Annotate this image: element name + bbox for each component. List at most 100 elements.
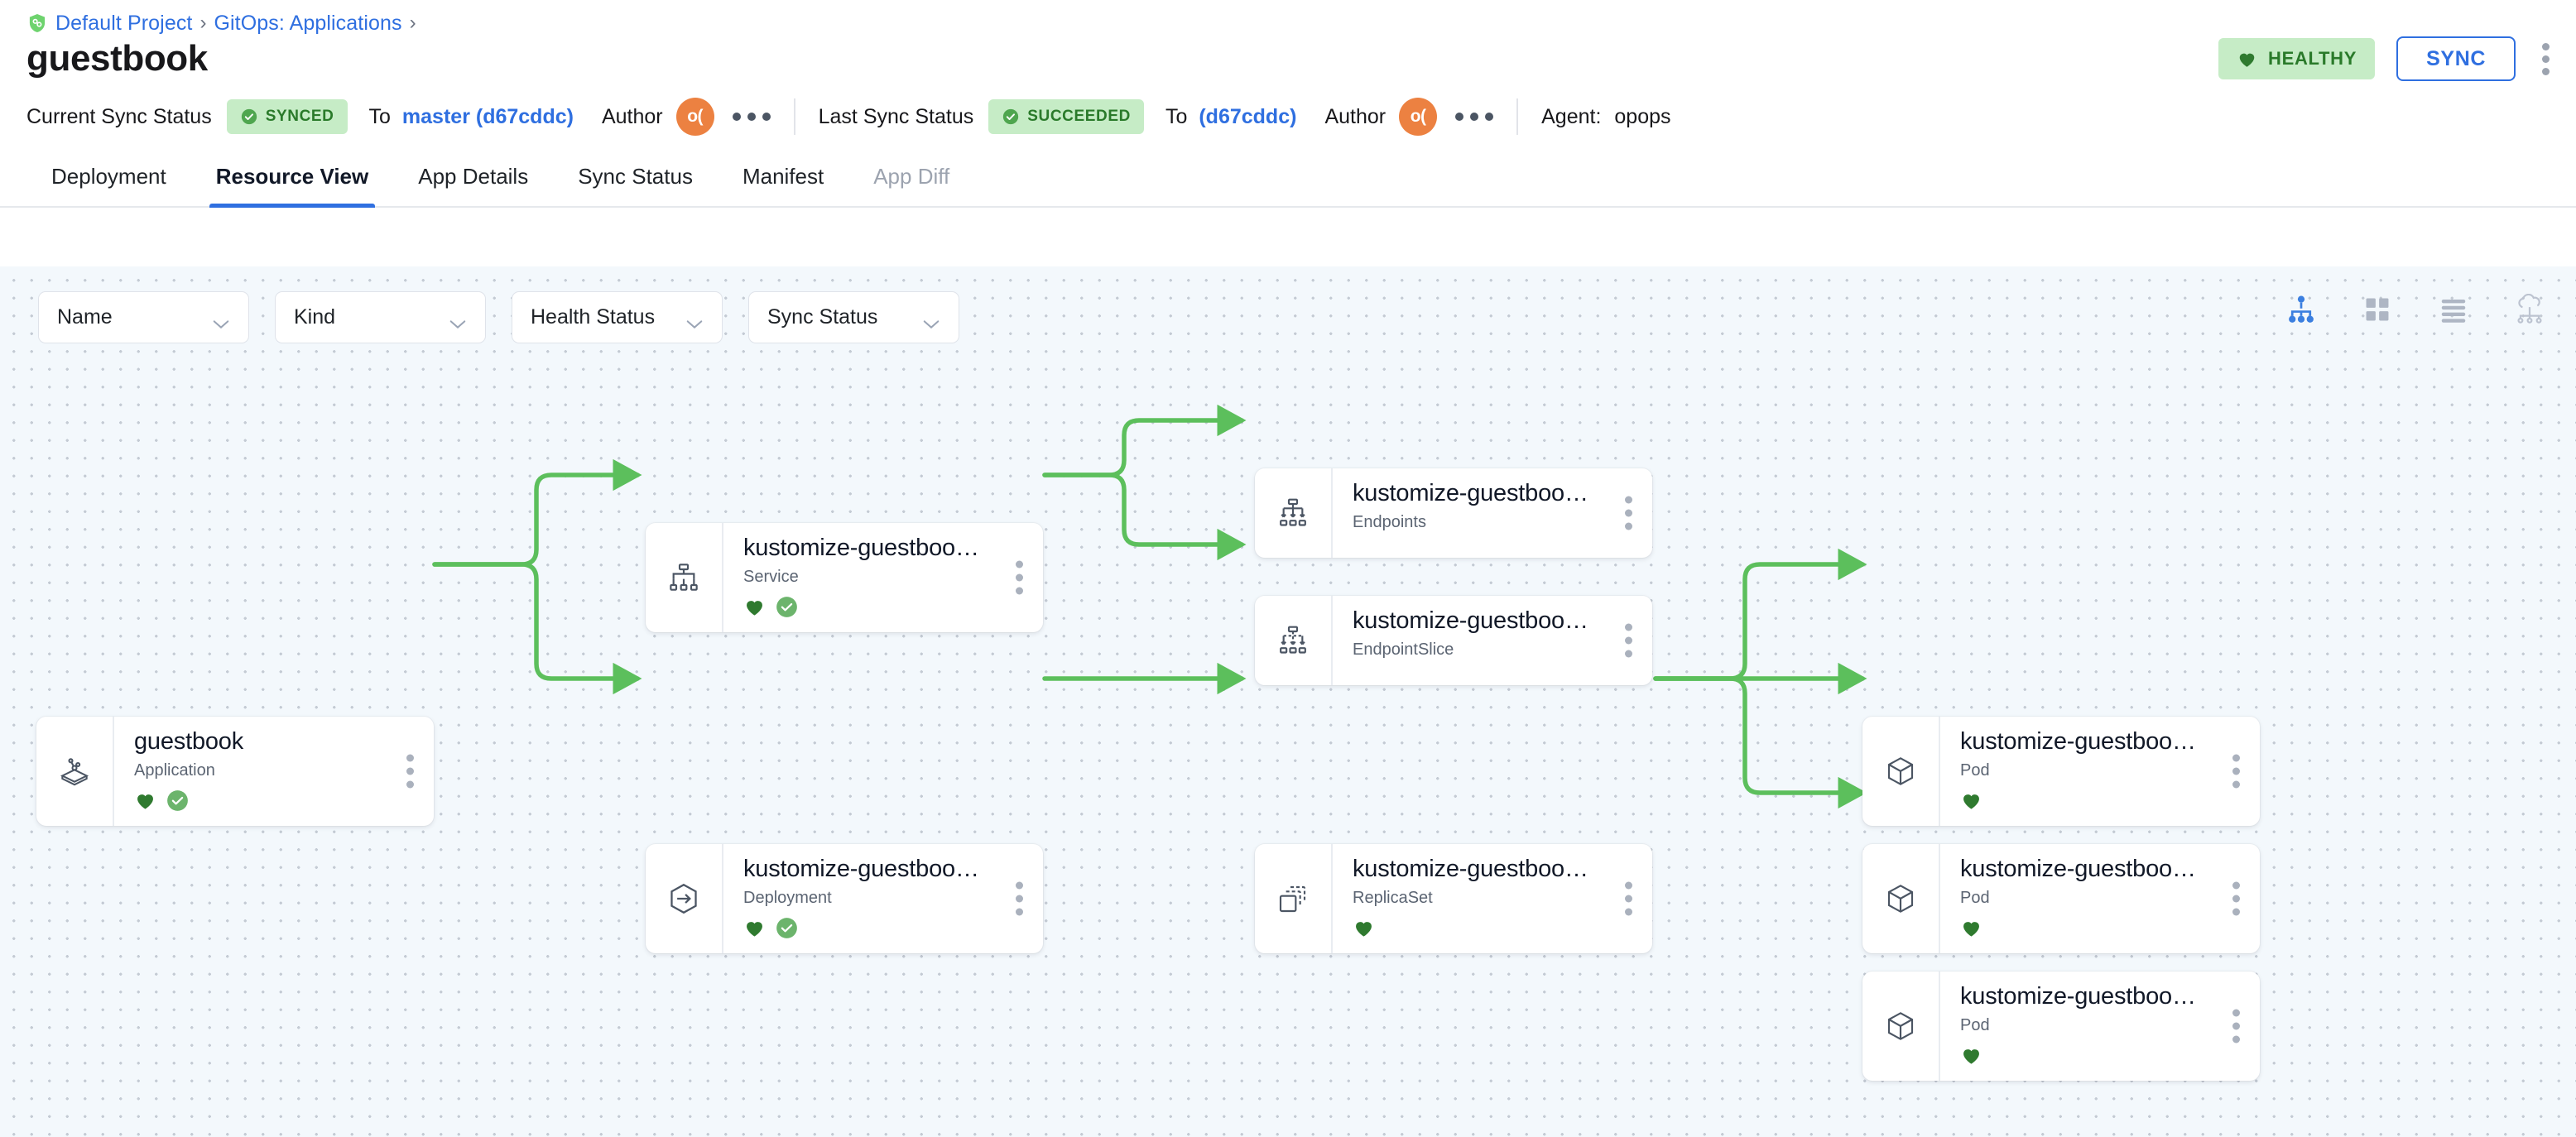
tree-view-icon[interactable]	[2283, 291, 2319, 328]
breadcrumb-separator: ›	[199, 12, 207, 34]
resource-node-title: kustomize-guestbook-ui-...	[1353, 607, 1630, 634]
pod-icon	[1862, 971, 1939, 1081]
resource-node-menu-icon[interactable]	[406, 754, 414, 789]
resource-node-status	[1353, 540, 1652, 564]
resource-node-status	[743, 594, 1043, 619]
resource-node-title: kustomize-guestbook-ui-...	[1960, 856, 2237, 882]
resource-node-title: kustomize-guestbook-ui-...	[1960, 983, 2237, 1010]
resource-node-title: kustomize-guestbook-ui	[743, 535, 993, 561]
pod-icon	[1862, 844, 1939, 953]
tab-sync-status[interactable]: Sync Status	[578, 164, 693, 189]
graph-toolbar: Name Kind Health Status Sync Status	[0, 266, 2576, 357]
heart-icon	[743, 596, 766, 618]
tab-deployment[interactable]: Deployment	[51, 164, 166, 189]
filter-sync-status[interactable]: Sync Status	[748, 291, 959, 343]
tab-bar: Deployment Resource View App Details Sync S…	[0, 152, 2576, 208]
tab-manifest[interactable]: Manifest	[742, 164, 824, 189]
current-to-label: To	[368, 104, 391, 128]
resource-node-kind: ReplicaSet	[1353, 889, 1433, 908]
header-actions: HEALTHY SYNC	[2218, 36, 2554, 81]
project-shield-icon	[26, 12, 48, 34]
resource-node-kind: Deployment	[743, 889, 832, 908]
filter-kind[interactable]: Kind	[275, 291, 486, 343]
resource-node-menu-icon[interactable]	[2232, 1009, 2240, 1043]
resource-node-menu-icon[interactable]	[2232, 881, 2240, 916]
chevron-down-icon	[685, 312, 704, 329]
application-icon	[36, 717, 113, 826]
resource-node-menu-icon[interactable]	[1625, 496, 1632, 530]
resource-node-menu-icon[interactable]	[2232, 754, 2240, 789]
check-circle-icon	[1002, 108, 1020, 126]
tab-app-details[interactable]: App Details	[418, 164, 529, 189]
current-sync-chip-text: SYNCED	[265, 108, 334, 125]
breadcrumb-item-gitops-applications[interactable]: GitOps: Applications	[214, 11, 402, 35]
filter-label: Health Status	[531, 305, 656, 329]
last-sync-status-label: Last Sync Status	[818, 104, 974, 128]
kebab-vertical-icon[interactable]	[2537, 38, 2554, 80]
endpoints-icon	[1255, 468, 1331, 558]
replicaset-icon	[1255, 844, 1331, 953]
resource-node-replicaset[interactable]: kustomize-guestbook-ui-...ReplicaSet	[1255, 844, 1652, 953]
kebab-horizontal-icon[interactable]	[1455, 113, 1494, 121]
check-circle-icon	[240, 108, 258, 126]
resource-node-body: kustomize-guestbook-ui-... Pod	[1939, 844, 2260, 953]
filter-label: Kind	[294, 305, 336, 329]
service-icon	[646, 523, 722, 632]
resource-node-body: kustomize-guestbook-ui-... EndpointSlice	[1331, 596, 1652, 685]
resource-node-status	[1353, 667, 1652, 692]
last-author-label: Author	[1324, 104, 1387, 128]
avatar[interactable]: o(	[675, 98, 714, 136]
filter-health-status[interactable]: Health Status	[512, 291, 723, 343]
kebab-horizontal-icon[interactable]	[732, 113, 771, 121]
current-revision-link[interactable]: master (d67cddc)	[401, 104, 574, 128]
chevron-down-icon	[449, 312, 467, 329]
sync-button[interactable]: SYNC	[2396, 36, 2516, 81]
check-circle-icon	[166, 789, 189, 812]
resource-node-menu-icon[interactable]	[1625, 881, 1632, 916]
resource-node-pod[interactable]: kustomize-guestbook-ui-...Pod	[1862, 971, 2260, 1081]
heart-icon	[1960, 1044, 1982, 1067]
resource-node-pod[interactable]: kustomize-guestbook-ui-...Pod	[1862, 717, 2260, 826]
heart-icon	[1960, 917, 1982, 939]
resource-node-menu-icon[interactable]	[1016, 560, 1023, 595]
breadcrumb-item-default-project[interactable]: Default Project	[55, 11, 193, 35]
endpointslice-icon	[1255, 596, 1331, 685]
health-badge-label: HEALTHY	[2267, 48, 2357, 69]
pod-icon	[1862, 717, 1939, 826]
filter-name[interactable]: Name	[38, 291, 249, 343]
agent-label: Agent:	[1541, 104, 1602, 128]
tab-app-diff[interactable]: App Diff	[873, 164, 950, 189]
list-view-icon[interactable]	[2435, 291, 2472, 328]
heart-icon	[134, 789, 156, 812]
resource-node-title: kustomize-guestbook-ui	[743, 856, 993, 882]
resource-node-menu-icon[interactable]	[1625, 623, 1632, 658]
resource-node-status	[1960, 915, 2260, 940]
resource-node-kind: Pod	[1960, 889, 1990, 908]
heart-icon	[2237, 49, 2257, 70]
resource-node-kind: EndpointSlice	[1353, 640, 1454, 660]
resource-node-endpointslice[interactable]: kustomize-guestbook-ui-... EndpointSlice	[1255, 596, 1652, 685]
resource-node-body: kustomize-guestbook-ui-...Pod	[1939, 717, 2260, 826]
avatar[interactable]: o(	[1399, 98, 1438, 136]
tab-resource-view[interactable]: Resource View	[191, 152, 394, 208]
resource-node-status	[134, 788, 434, 813]
heart-icon	[1353, 917, 1375, 939]
view-mode-group	[2283, 291, 2548, 328]
last-revision-link[interactable]: (d67cddc)	[1199, 104, 1297, 128]
network-view-icon[interactable]	[2511, 291, 2548, 328]
grid-view-icon[interactable]	[2359, 291, 2396, 328]
page-header: Default Project › GitOps: Applications ›…	[0, 0, 2576, 81]
heart-icon	[743, 917, 766, 939]
resource-node-pod[interactable]: kustomize-guestbook-ui-... Pod	[1862, 844, 2260, 953]
resource-graph-canvas[interactable]: Name Kind Health Status Sync Status	[0, 266, 2576, 1137]
breadcrumb: Default Project › GitOps: Applications ›	[26, 0, 2550, 35]
resource-node-menu-icon[interactable]	[1016, 881, 1023, 916]
